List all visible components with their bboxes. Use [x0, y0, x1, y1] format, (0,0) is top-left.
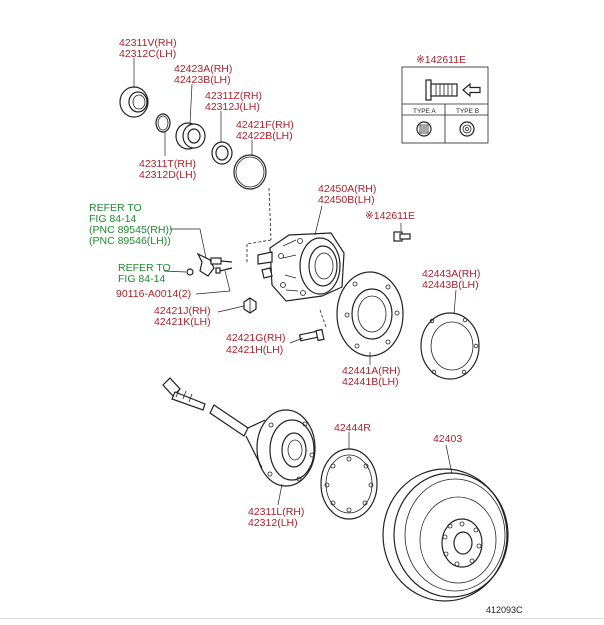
part-number-42312[interactable]: 42312(LH) — [248, 517, 298, 529]
bearing-part — [175, 122, 206, 150]
part-number-42444r[interactable]: 42444R — [334, 422, 371, 434]
snap-ring-part — [155, 113, 171, 133]
part-number-90116[interactable]: 90116-A0014(2) — [116, 288, 191, 300]
hub-bolt-icon — [425, 79, 481, 101]
backing-plate-gasket-part — [336, 271, 404, 357]
part-number-42441a[interactable]: 42441A(RH) — [342, 365, 400, 377]
part-number-42421j[interactable]: 42421J(RH) — [154, 305, 211, 317]
refer-note-1-line2[interactable]: FIG 84-14 — [89, 213, 136, 225]
part-number-42403[interactable]: 42403 — [433, 433, 462, 445]
part-number-42443a[interactable]: 42443A(RH) — [422, 268, 480, 280]
part-number-42450b[interactable]: 42450B(LH) — [318, 194, 375, 206]
type-b-head-icon — [459, 121, 475, 137]
arrow-left-icon — [462, 82, 481, 98]
part-number-42311l[interactable]: 42311L(RH) — [248, 506, 304, 518]
hub-gasket-part — [320, 448, 378, 520]
hub-nut-part — [243, 297, 257, 314]
bottom-divider — [0, 618, 604, 619]
bearing-retainer-part — [211, 141, 233, 165]
part-number-42423a[interactable]: 42423A(RH) — [174, 63, 232, 75]
sensor-bolt-part — [186, 267, 233, 276]
part-number-42311t[interactable]: 42311T(RH) — [139, 158, 196, 170]
o-ring-part — [233, 154, 267, 190]
brake-drum-part — [382, 468, 509, 602]
type-a-head-icon — [416, 121, 432, 137]
hub-bolt-part — [393, 231, 411, 242]
type-a-label: TYPE A — [413, 108, 436, 115]
part-number-42312c[interactable]: 42312C(LH) — [119, 48, 176, 60]
part-number-42422b[interactable]: 42422B(LH) — [236, 130, 293, 142]
part-number-42312d[interactable]: 42312D(LH) — [139, 169, 196, 181]
part-number-42311v[interactable]: 42311V(RH) — [119, 37, 177, 49]
refer-note-1-line1[interactable]: REFER TO — [89, 202, 142, 214]
refer-note-1-line3[interactable]: (PNC 89545(RH)) — [89, 224, 172, 236]
axle-gasket-part — [420, 312, 480, 380]
refer-note-2-line1[interactable]: REFER TO — [118, 262, 171, 274]
rear-axle-shaft-part — [162, 377, 316, 487]
part-number-42421g[interactable]: 42421G(RH) — [226, 332, 286, 344]
part-number-42421h[interactable]: 42421H(LH) — [226, 344, 283, 356]
part-number-42421k[interactable]: 42421K(LH) — [154, 316, 211, 328]
rear-axle-housing-part — [257, 232, 345, 302]
housing-bolt-part — [298, 328, 325, 342]
part-number-42611e-mid[interactable]: ※142611E — [365, 210, 415, 222]
part-number-42450a[interactable]: 42450A(RH) — [318, 183, 376, 195]
part-number-42441b[interactable]: 42441B(LH) — [342, 376, 399, 388]
part-number-42312j[interactable]: 42312J(LH) — [205, 101, 260, 113]
part-number-42421f[interactable]: 42421F(RH) — [236, 119, 294, 131]
type-b-label: TYPE B — [456, 108, 479, 115]
refer-note-1-line4[interactable]: (PNC 89546(LH)) — [89, 235, 171, 247]
oil-seal-outer-part — [119, 86, 149, 118]
leader-lines — [133, 58, 457, 506]
refer-note-2-line2[interactable]: FIG 84-14 — [118, 273, 165, 285]
part-number-42611e-inset[interactable]: ※142611E — [416, 54, 466, 66]
part-number-42423b[interactable]: 42423B(LH) — [174, 74, 231, 86]
part-number-42443b[interactable]: 42443B(LH) — [422, 279, 479, 291]
figure-code: 412093C — [486, 605, 523, 615]
part-number-42311z[interactable]: 42311Z(RH) — [205, 90, 262, 102]
hub-bolt-type-inset — [401, 66, 489, 144]
abs-sensor-part — [196, 252, 233, 277]
